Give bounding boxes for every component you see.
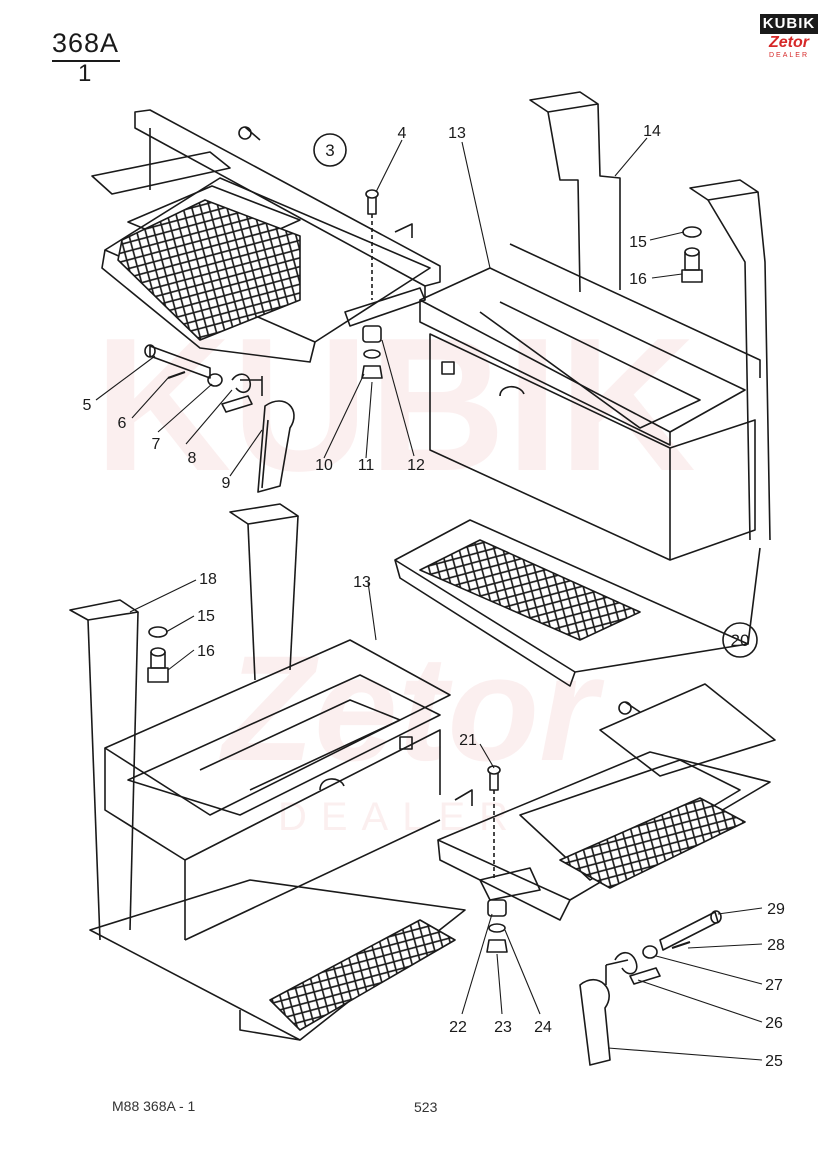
lower-right-step	[437, 683, 776, 921]
spacer-nut-stack-lower	[486, 899, 508, 953]
drawing-code-underline	[52, 60, 120, 62]
watermark-zetor: Zetor	[219, 624, 606, 792]
footer-drawing-code: M88 368A - 1	[112, 1098, 196, 1114]
callout-21: 21	[459, 732, 477, 749]
callout-8: 8	[188, 450, 197, 467]
callout-16-lower: 16	[197, 643, 215, 660]
pin-and-latch-upper	[144, 344, 295, 493]
callout-13-upper: 13	[448, 125, 466, 142]
logo-brand-script: Zetor	[769, 34, 809, 51]
callout-18: 18	[199, 571, 217, 588]
callout-numbers: 4 13 14 15 16 5 6 7 8 9 10 11 12 13 18 1…	[83, 123, 785, 1070]
footer-page-number: 523	[414, 1099, 438, 1115]
sheet-number: 1	[78, 60, 92, 87]
dealer-logo: KUBIK Zetor DEALER	[760, 14, 818, 64]
callout-4: 4	[398, 125, 407, 142]
svg-text:3: 3	[325, 141, 334, 160]
bolt-washer-lower-left	[147, 626, 169, 683]
drawing-code: 368A	[52, 28, 120, 58]
bolt-21	[487, 765, 501, 880]
spacer-nut-stack-upper	[361, 325, 383, 379]
callout-5: 5	[83, 397, 92, 414]
callout-7: 7	[152, 436, 161, 453]
bolt-washer-upper-right	[681, 226, 703, 283]
callout-16-upper: 16	[629, 271, 647, 288]
upper-left-step	[91, 109, 441, 363]
watermark-dealer: DEALER	[278, 795, 522, 839]
callout-10: 10	[315, 457, 333, 474]
callout-25: 25	[765, 1053, 783, 1070]
callout-15-upper: 15	[629, 234, 647, 251]
assembly-label-3: 3	[313, 133, 347, 167]
callout-14: 14	[643, 123, 661, 140]
callout-24: 24	[534, 1019, 552, 1036]
callout-13-lower: 13	[353, 574, 371, 591]
logo-brand-sub: DEALER	[768, 52, 809, 59]
svg-text:20: 20	[731, 631, 750, 650]
leader-lines	[95, 137, 763, 1061]
callout-29: 29	[767, 901, 785, 918]
callout-23: 23	[494, 1019, 512, 1036]
callout-26: 26	[765, 1015, 783, 1032]
callout-28: 28	[767, 937, 785, 954]
callout-12: 12	[407, 457, 425, 474]
assembly-label-20: 20	[722, 622, 758, 658]
callout-27: 27	[765, 977, 783, 994]
lower-left-box	[69, 503, 466, 1041]
callout-11: 11	[358, 457, 375, 474]
callout-22: 22	[449, 1019, 467, 1036]
watermark: KUBIK Zetor DEALER	[94, 299, 696, 839]
callout-6: 6	[118, 415, 127, 432]
upper-right-box	[394, 91, 771, 687]
pin-and-latch-lower	[579, 910, 722, 1066]
bolt-4	[365, 189, 379, 300]
callout-15-lower: 15	[197, 608, 215, 625]
logo-brand-top: KUBIK	[760, 14, 818, 34]
callout-9: 9	[222, 475, 231, 492]
watermark-kubik: KUBIK	[94, 299, 696, 511]
